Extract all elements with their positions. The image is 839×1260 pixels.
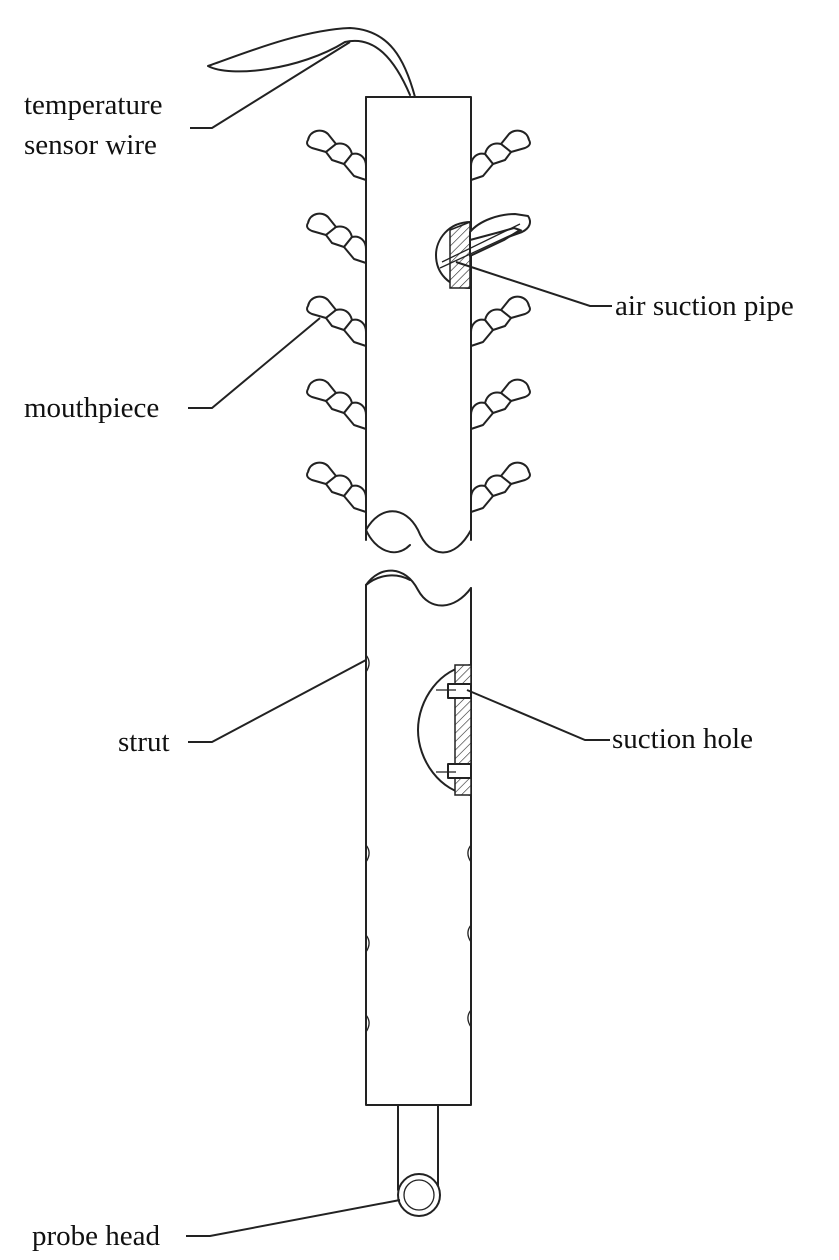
mouthpiece-right-3 (470, 295, 531, 347)
mouthpiece-left-2 (306, 212, 367, 264)
temperature-sensor-wire (207, 27, 416, 98)
mouthpiece-right-4 (470, 378, 531, 430)
lower-strut-body (365, 569, 472, 1106)
label-air-suction-pipe: air suction pipe (615, 290, 794, 322)
label-probe-head: probe head (32, 1220, 161, 1252)
mouthpiece-left-5 (306, 461, 367, 513)
leader-temperature-sensor-wire (190, 41, 351, 129)
label-mouthpiece: mouthpiece (24, 392, 160, 424)
mouthpiece-left-4 (306, 378, 367, 430)
mouthpiece-right-5 (470, 461, 531, 513)
suction-hole (417, 664, 472, 796)
probe-head (397, 1104, 441, 1217)
label-suction-hole: suction hole (612, 723, 753, 755)
mouthpiece-left-1 (306, 129, 367, 181)
label-temperature-sensor-wire-line2: sensor wire (24, 129, 157, 161)
leader-mouthpiece (188, 317, 321, 409)
leader-strut (188, 659, 367, 743)
mouthpiece-right-1 (470, 129, 531, 181)
leader-suction-hole (466, 689, 610, 741)
label-strut: strut (118, 726, 170, 758)
air-suction-pipe (435, 213, 531, 289)
leader-probe-head (186, 1199, 401, 1237)
leader-air-suction-pipe (455, 261, 612, 307)
upper-strut-body (365, 96, 472, 554)
mouthpiece-left-3 (306, 295, 367, 347)
label-temperature-sensor-wire-line1: temperature (24, 89, 163, 121)
